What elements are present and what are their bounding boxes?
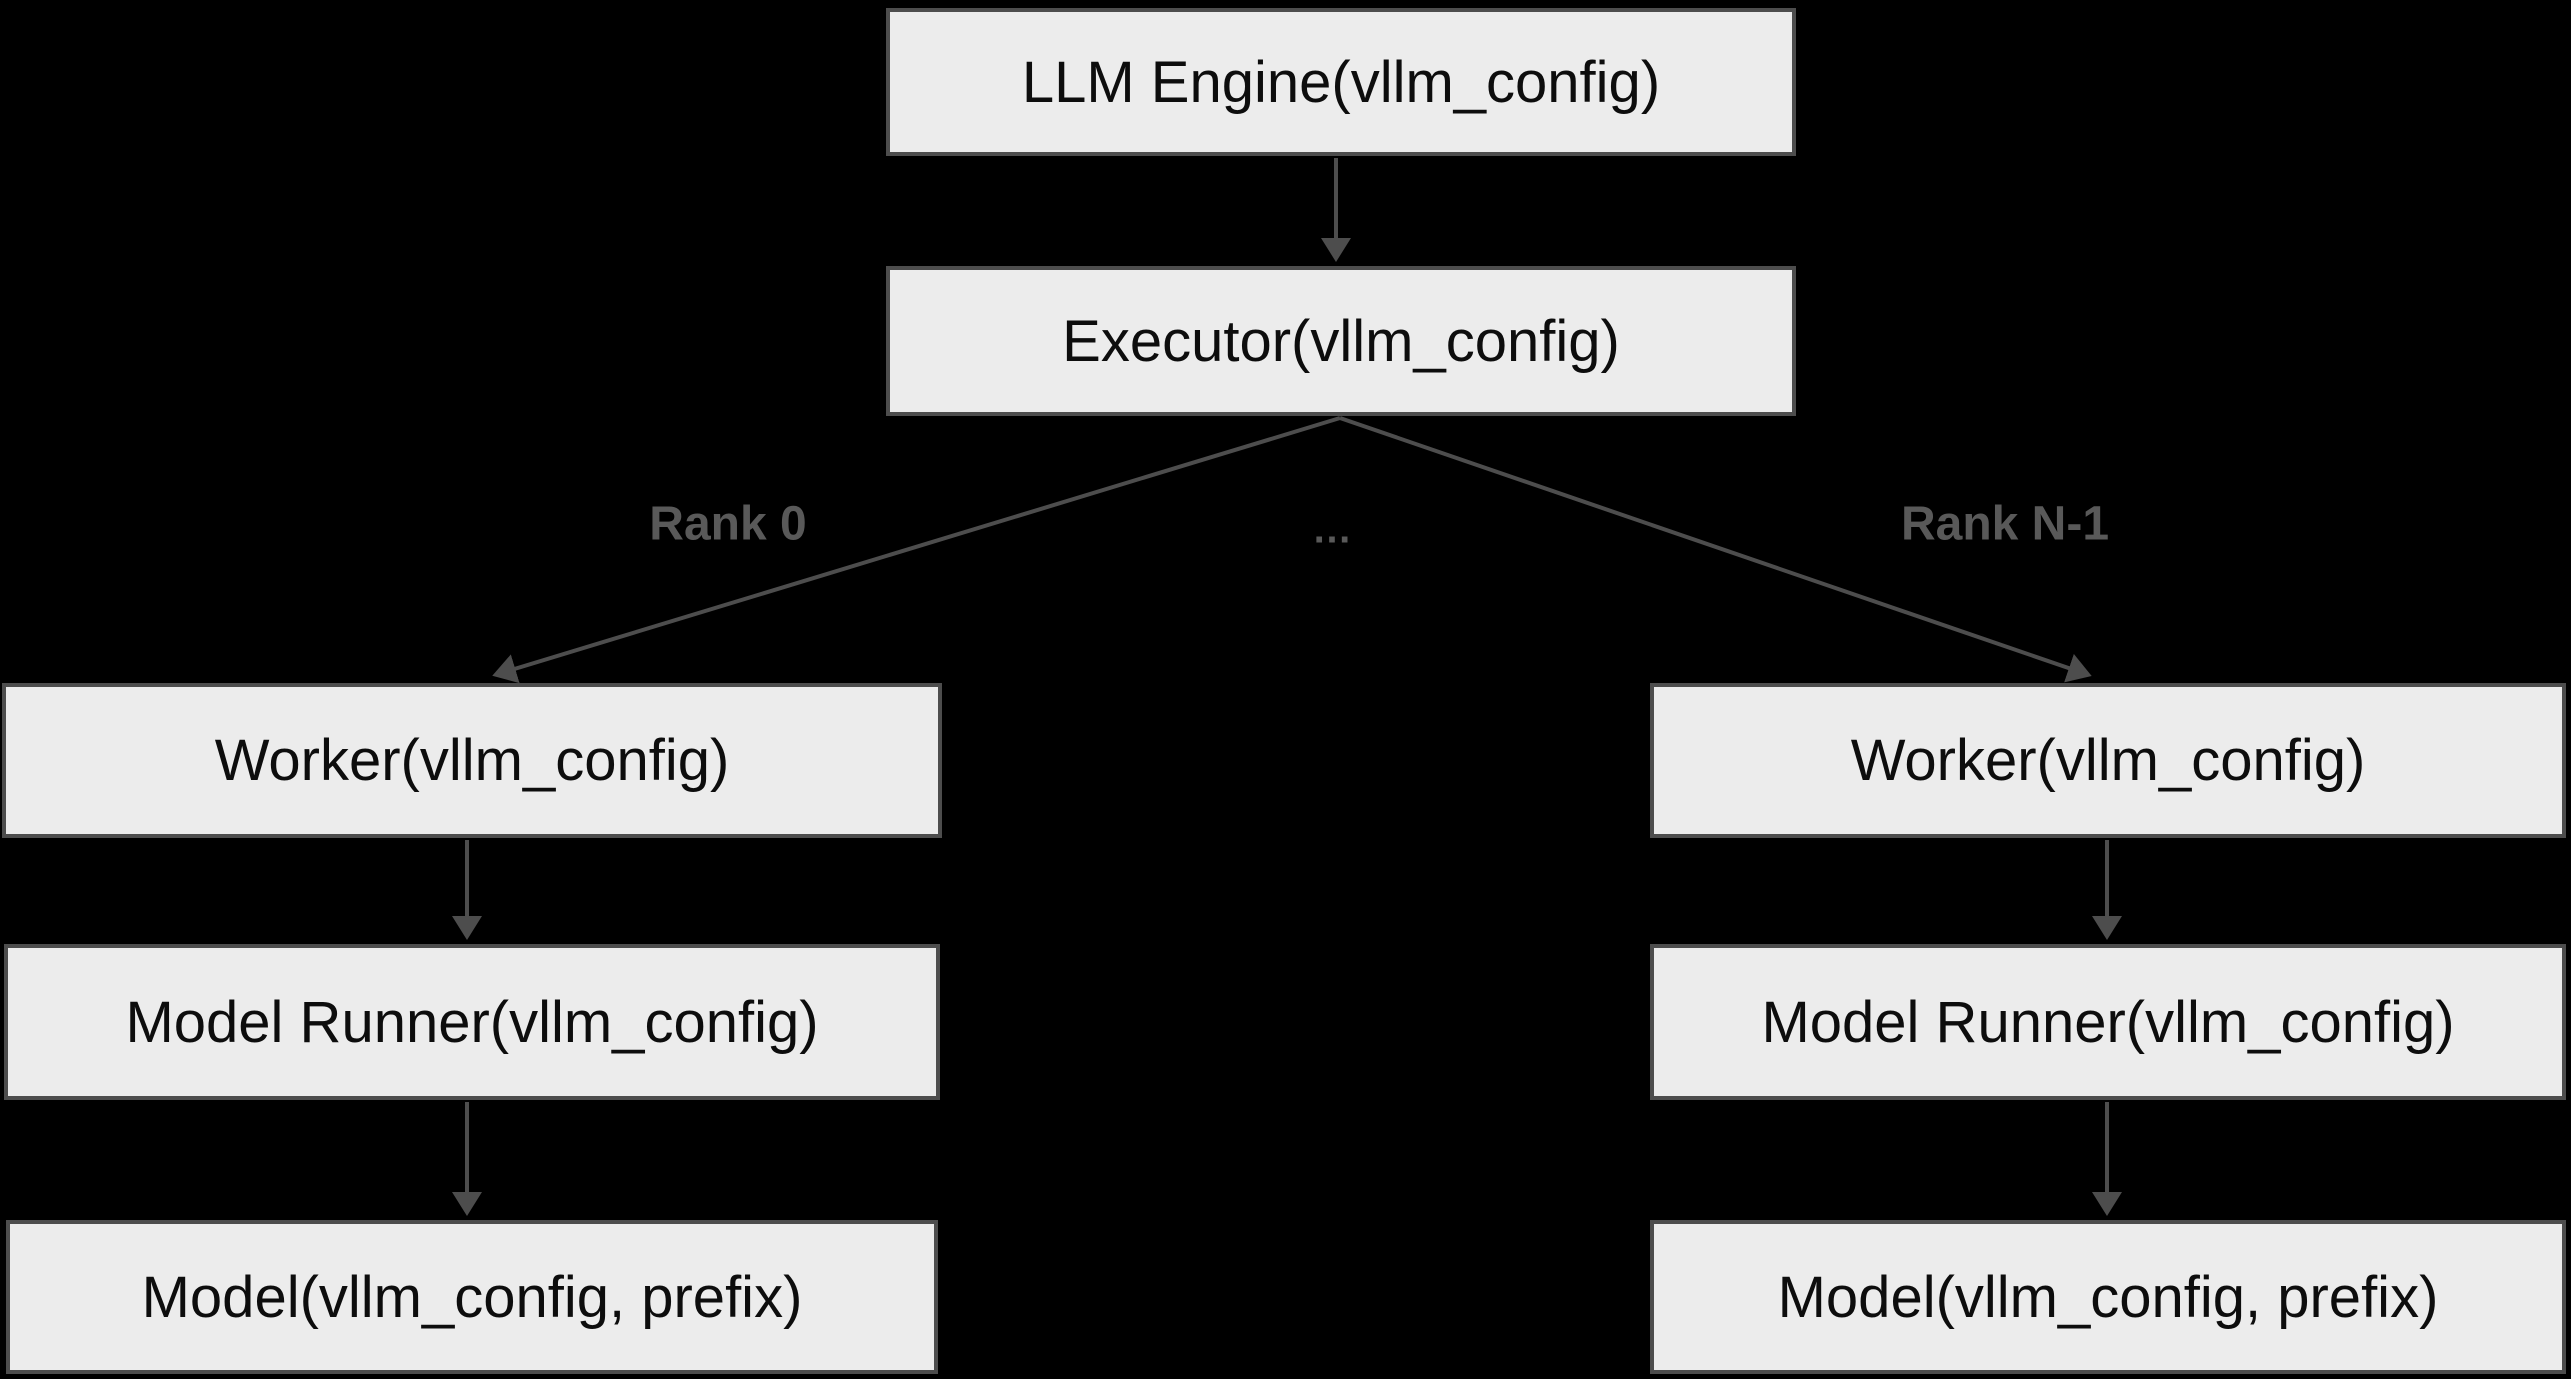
node-model-runner-rankn: Model Runner(vllm_config) (1650, 944, 2566, 1100)
node-worker-rank0: Worker(vllm_config) (2, 683, 942, 838)
edge-executor-to-worker-rank0 (492, 416, 1341, 684)
node-worker-rankn: Worker(vllm_config) (1650, 683, 2566, 838)
node-worker-rankn-label: Worker(vllm_config) (1850, 728, 2366, 793)
edge-label-rank-n-1: Rank N-1 (1900, 497, 2110, 551)
edge-label-ellipsis: … (1312, 507, 1354, 552)
node-executor: Executor(vllm_config) (886, 266, 1796, 416)
node-model-runner-rankn-label: Model Runner(vllm_config) (1761, 989, 2455, 1055)
node-llm-engine: LLM Engine(vllm_config) (886, 8, 1796, 156)
node-model-runner-rank0: Model Runner(vllm_config) (4, 944, 940, 1100)
node-model-rankn-label: Model(vllm_config, prefix) (1777, 1264, 2439, 1330)
node-model-rankn: Model(vllm_config, prefix) (1650, 1220, 2566, 1374)
node-model-rank0-label: Model(vllm_config, prefix) (141, 1264, 803, 1330)
node-worker-rank0-label: Worker(vllm_config) (214, 728, 730, 793)
node-model-runner-rank0-label: Model Runner(vllm_config) (125, 989, 819, 1055)
edge-label-rank-0: Rank 0 (649, 497, 807, 551)
node-executor-label: Executor(vllm_config) (1062, 308, 1620, 374)
node-llm-engine-label: LLM Engine(vllm_config) (1021, 49, 1661, 115)
node-model-rank0: Model(vllm_config, prefix) (6, 1220, 938, 1374)
